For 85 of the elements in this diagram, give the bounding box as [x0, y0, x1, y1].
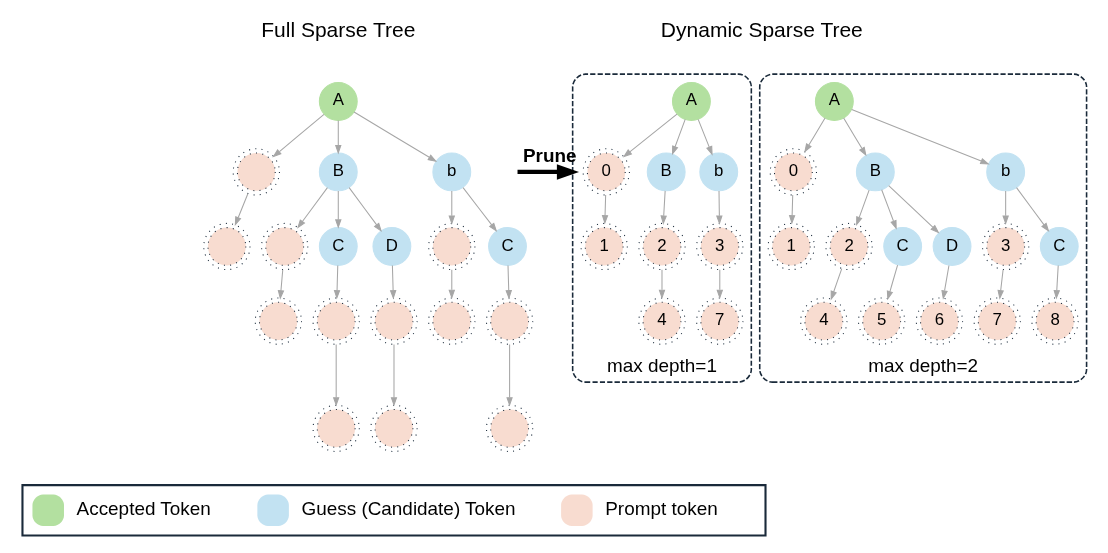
node-circle: 0	[582, 147, 630, 196]
arrow	[448, 268, 456, 299]
arrow	[660, 189, 668, 225]
node-circle: B	[318, 151, 358, 191]
arrow	[234, 192, 249, 226]
arrow	[348, 186, 382, 232]
node-circle	[370, 404, 418, 452]
arrow	[462, 186, 498, 232]
label: Full Sparse Tree	[261, 17, 416, 41]
arrow	[671, 118, 686, 155]
arrow	[881, 188, 897, 230]
node-circle: 6	[915, 297, 964, 345]
arrow	[997, 268, 1004, 300]
arrow	[297, 186, 328, 229]
node-circle: 1	[580, 222, 628, 270]
arrow	[505, 264, 513, 300]
node-circle	[312, 404, 360, 452]
arrow	[277, 268, 285, 300]
arrow	[332, 343, 340, 407]
node-circle: b	[699, 151, 739, 191]
legend-label: Prompt token	[605, 497, 718, 519]
arrow	[601, 194, 609, 225]
node-circle: 7	[696, 297, 744, 345]
node-circle	[428, 222, 476, 270]
node-circle	[485, 404, 534, 452]
arrow	[830, 267, 843, 300]
arrow	[272, 113, 325, 157]
node-circle: 8	[1031, 297, 1079, 345]
node-circle	[485, 297, 534, 345]
node-circle: b	[986, 151, 1026, 191]
node-circle: 4	[638, 297, 686, 345]
node-circle: b	[432, 151, 472, 191]
node-circle: 3	[696, 222, 744, 270]
arrow	[716, 189, 723, 225]
arrow	[856, 189, 870, 226]
arrow	[353, 111, 438, 162]
arrow	[697, 118, 713, 156]
arrow	[333, 264, 341, 300]
node-circle	[261, 222, 309, 270]
node-circle: C	[883, 226, 923, 266]
node-circle: 1	[767, 222, 815, 270]
node-circle: 4	[800, 297, 848, 345]
arrow	[843, 117, 867, 156]
node-circle: B	[855, 151, 895, 191]
arrow	[888, 184, 940, 234]
node-circle: C	[318, 226, 358, 266]
node-circle: D	[372, 226, 412, 266]
arrow	[390, 343, 398, 407]
legend-label: Accepted Token	[76, 497, 211, 519]
node-circle: 2	[825, 222, 873, 270]
arrow	[941, 264, 950, 300]
arrow	[804, 117, 826, 153]
arrow	[886, 264, 899, 300]
arrow	[658, 268, 666, 299]
node-circle	[312, 297, 360, 345]
node-circle: 2	[638, 222, 686, 270]
arrow	[517, 163, 579, 180]
arrow	[506, 343, 513, 407]
arrow	[788, 194, 796, 225]
node-circle: A	[814, 81, 854, 121]
arrow	[716, 268, 724, 299]
arrow	[622, 113, 678, 158]
node-circle: A	[671, 81, 711, 121]
node-circle: 7	[973, 297, 1021, 345]
label: Dynamic Sparse Tree	[660, 17, 863, 41]
arrow	[334, 189, 342, 229]
node-circle: 3	[982, 222, 1030, 270]
arrow	[1015, 186, 1050, 232]
node-circle: A	[318, 81, 358, 121]
arrow	[1053, 264, 1061, 300]
arrow	[448, 189, 456, 225]
legend-label: Guess (Candidate) Token	[301, 497, 516, 519]
node-circle: C	[488, 226, 527, 266]
arrow	[334, 119, 342, 154]
arrow	[851, 108, 990, 164]
node-circle: B	[646, 151, 686, 191]
node-circle: 5	[858, 297, 906, 345]
node-circle	[370, 297, 418, 345]
node-circle	[428, 297, 476, 345]
arrow	[1002, 189, 1009, 225]
arrow	[389, 264, 397, 300]
node-circle: 0	[769, 147, 817, 196]
node-circle	[203, 222, 251, 270]
node-circle: C	[1039, 226, 1079, 266]
node-circle	[254, 297, 303, 345]
